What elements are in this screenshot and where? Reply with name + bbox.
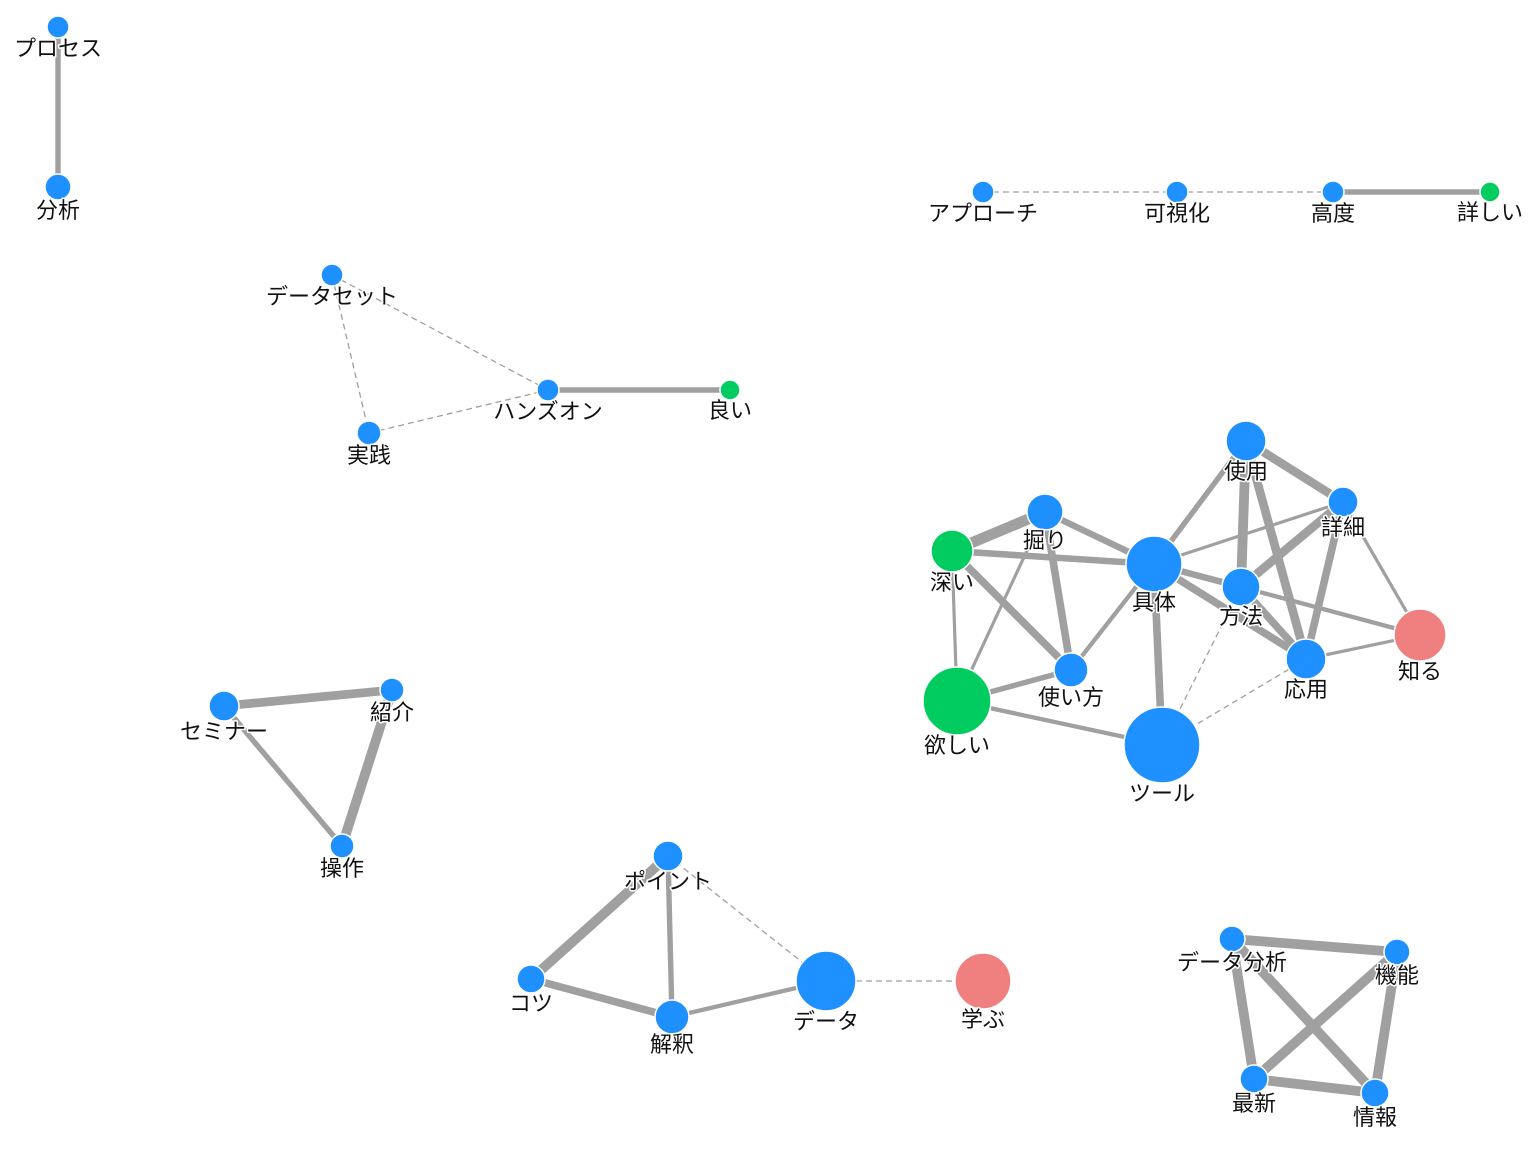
node-label: 知る bbox=[1398, 660, 1442, 685]
node-詳しい[interactable] bbox=[1479, 181, 1501, 203]
edge-データ分析-機能 bbox=[1231, 934, 1398, 957]
node-label: 詳しい bbox=[1457, 201, 1523, 226]
node-データセット[interactable] bbox=[320, 263, 344, 287]
nodes-layer bbox=[44, 15, 1501, 1108]
node-label: 応用 bbox=[1284, 678, 1328, 703]
node-label: データ分析 bbox=[1177, 951, 1287, 976]
edge-応用-ツール bbox=[1161, 658, 1307, 746]
node-最新[interactable] bbox=[1239, 1064, 1269, 1094]
node-応用[interactable] bbox=[1285, 638, 1327, 680]
node-機能[interactable] bbox=[1383, 938, 1411, 966]
node-label: 良い bbox=[708, 399, 752, 424]
node-プロセス[interactable] bbox=[46, 15, 70, 39]
node-詳細[interactable] bbox=[1327, 486, 1359, 518]
node-使用[interactable] bbox=[1225, 420, 1267, 462]
edge-データセット-実践 bbox=[331, 274, 370, 434]
node-解釈[interactable] bbox=[654, 999, 690, 1035]
node-label: 高度 bbox=[1311, 202, 1355, 227]
node-label: 使用 bbox=[1224, 460, 1268, 485]
node-label: セミナー bbox=[180, 720, 268, 745]
node-label: 可視化 bbox=[1144, 202, 1210, 227]
edge-紹介-操作 bbox=[337, 688, 397, 848]
node-掘り[interactable] bbox=[1026, 493, 1064, 531]
node-操作[interactable] bbox=[329, 833, 355, 859]
node-label: 使い方 bbox=[1038, 686, 1104, 711]
edge-詳細-方法 bbox=[1238, 498, 1346, 591]
node-label: 欲しい bbox=[924, 734, 990, 759]
node-セミナー[interactable] bbox=[208, 690, 240, 722]
edge-掘り-使い方 bbox=[1041, 511, 1075, 671]
edge-使用-方法 bbox=[1236, 440, 1251, 588]
node-コツ[interactable] bbox=[516, 964, 546, 994]
node-label: 掘り bbox=[1023, 529, 1067, 554]
edge-データ分析-最新 bbox=[1227, 938, 1259, 1080]
node-深い[interactable] bbox=[930, 529, 974, 573]
node-データ分析[interactable] bbox=[1218, 925, 1246, 953]
node-label: プロセス bbox=[14, 37, 102, 62]
edge-使用-応用 bbox=[1241, 439, 1311, 661]
node-可視化[interactable] bbox=[1165, 180, 1189, 204]
node-label: データ bbox=[793, 1010, 859, 1035]
node-label: 操作 bbox=[320, 857, 364, 882]
node-label: 実践 bbox=[347, 444, 391, 469]
node-実践[interactable] bbox=[356, 420, 382, 446]
node-label: 深い bbox=[930, 571, 974, 596]
node-label: 方法 bbox=[1219, 605, 1263, 630]
node-情報[interactable] bbox=[1360, 1078, 1390, 1108]
node-知る[interactable] bbox=[1393, 608, 1447, 662]
edges-layer bbox=[55, 27, 1490, 1098]
node-label: ポイント bbox=[624, 870, 712, 895]
node-label: 機能 bbox=[1375, 964, 1419, 989]
node-アプローチ[interactable] bbox=[971, 180, 995, 204]
node-使い方[interactable] bbox=[1053, 652, 1089, 688]
node-label: 紹介 bbox=[370, 701, 414, 726]
edge-最新-情報 bbox=[1253, 1074, 1376, 1098]
node-分析[interactable] bbox=[44, 173, 72, 201]
node-紹介[interactable] bbox=[379, 677, 405, 703]
node-高度[interactable] bbox=[1321, 180, 1345, 204]
node-label: 情報 bbox=[1353, 1106, 1397, 1131]
node-label: コツ bbox=[509, 992, 553, 1017]
node-label: 学ぶ bbox=[961, 1008, 1005, 1033]
node-label: ツール bbox=[1129, 782, 1195, 807]
edge-方法-知る bbox=[1240, 584, 1421, 638]
edge-具体-詳細 bbox=[1153, 500, 1344, 566]
node-方法[interactable] bbox=[1221, 567, 1261, 607]
edge-深い-使い方 bbox=[949, 548, 1074, 673]
node-label: ハンズオン bbox=[493, 400, 603, 425]
node-label: アプローチ bbox=[928, 202, 1038, 227]
edge-ポイント-コツ bbox=[527, 852, 672, 983]
edge-ポイント-データ bbox=[667, 855, 827, 982]
node-ツール[interactable] bbox=[1123, 706, 1201, 784]
node-良い[interactable] bbox=[719, 379, 741, 401]
node-label: 分析 bbox=[36, 199, 80, 224]
node-label: 具体 bbox=[1132, 591, 1176, 616]
edge-セミナー-紹介 bbox=[223, 685, 393, 711]
node-ポイント[interactable] bbox=[652, 840, 684, 872]
node-label: データセット bbox=[266, 285, 398, 310]
node-データ[interactable] bbox=[795, 950, 857, 1012]
node-ハンズオン[interactable] bbox=[536, 378, 560, 402]
edge-詳細-応用 bbox=[1302, 501, 1347, 660]
edge-データセット-ハンズオン bbox=[331, 274, 549, 391]
edge-実践-ハンズオン bbox=[368, 389, 549, 434]
edge-機能-最新 bbox=[1250, 948, 1401, 1083]
edge-セミナー-操作 bbox=[221, 704, 345, 848]
edge-コツ-解釈 bbox=[530, 975, 673, 1021]
edge-データ分析-情報 bbox=[1228, 935, 1379, 1097]
node-具体[interactable] bbox=[1125, 535, 1183, 593]
node-学ぶ[interactable] bbox=[954, 952, 1012, 1010]
edge-具体-応用 bbox=[1151, 560, 1309, 663]
edge-機能-情報 bbox=[1370, 951, 1402, 1094]
node-label: 最新 bbox=[1232, 1092, 1276, 1117]
node-label: 解釈 bbox=[650, 1033, 694, 1058]
node-label: 詳細 bbox=[1321, 516, 1365, 541]
edge-ポイント-解釈 bbox=[665, 855, 675, 1018]
node-欲しい[interactable] bbox=[922, 666, 992, 736]
